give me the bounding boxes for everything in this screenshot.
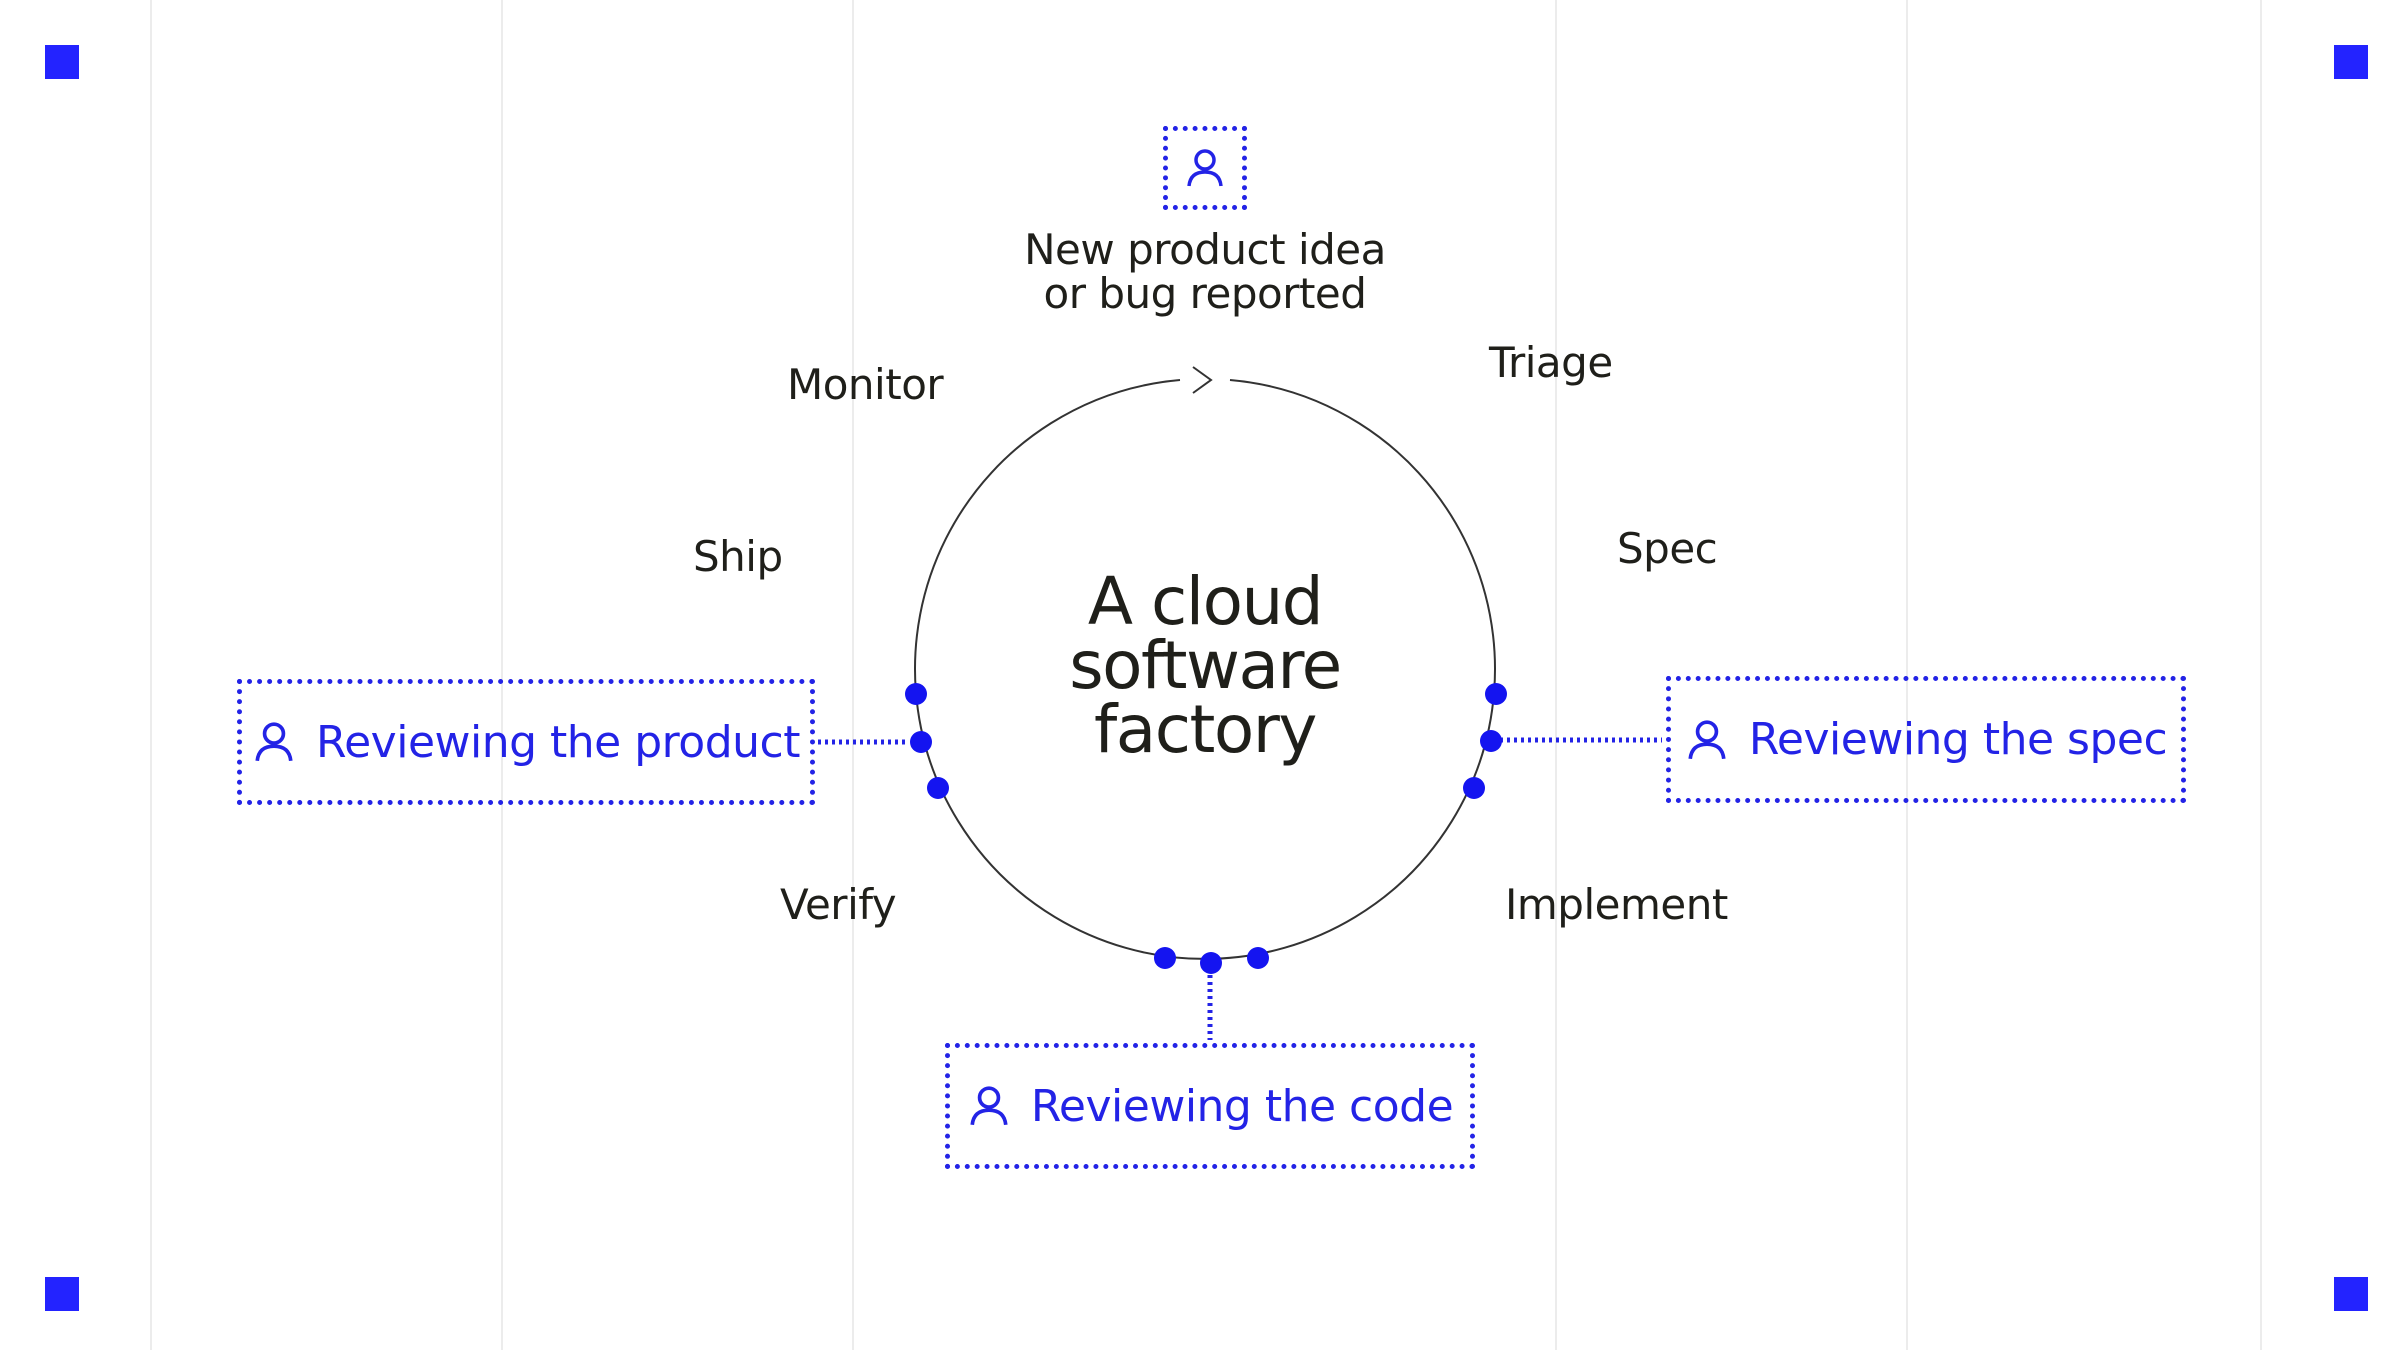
stage-label-ship: Ship	[693, 532, 783, 581]
review-dot	[1485, 683, 1507, 705]
person-icon	[967, 1084, 1011, 1128]
entry-caption-line: or bug reported	[1043, 269, 1367, 318]
stage-label-monitor: Monitor	[787, 360, 944, 409]
stage-label-verify: Verify	[780, 880, 897, 929]
review-dot	[1154, 947, 1176, 969]
title-line: factory	[1094, 691, 1317, 768]
review-code-label: Reviewing the code	[1030, 1080, 1454, 1132]
grid-line	[2260, 0, 2262, 1350]
grid-line	[852, 0, 854, 1350]
grid-line	[1555, 0, 1557, 1350]
review-product-label: Reviewing the product	[316, 716, 800, 768]
person-icon	[252, 720, 296, 764]
entry-caption: New product idea or bug reported	[945, 228, 1465, 316]
stage-label-implement: Implement	[1505, 880, 1728, 929]
stage-label-spec: Spec	[1617, 524, 1718, 573]
review-spec-label: Reviewing the spec	[1748, 714, 2168, 765]
corner-marker-bottom-left	[45, 1277, 79, 1311]
person-icon	[1685, 718, 1729, 762]
review-code-box: Reviewing the code	[945, 1043, 1475, 1169]
title-line: A cloud	[1087, 563, 1324, 640]
review-dot	[1480, 730, 1502, 752]
entry-person-box	[1163, 126, 1247, 210]
title-line: software	[1069, 627, 1342, 704]
corner-marker-top-right	[2334, 45, 2368, 79]
review-dot	[927, 777, 949, 799]
cycle-arrow-icon	[1192, 366, 1213, 394]
grid-line	[150, 0, 152, 1350]
grid-line	[501, 0, 503, 1350]
review-dot	[1200, 952, 1222, 974]
review-product-box: Reviewing the product	[237, 679, 815, 805]
corner-marker-top-left	[45, 45, 79, 79]
person-icon	[1187, 149, 1223, 187]
review-dot	[910, 731, 932, 753]
review-spec-box: Reviewing the spec	[1666, 676, 2186, 803]
diagram-title: A cloud software factory	[1005, 563, 1405, 768]
review-dot	[1463, 777, 1485, 799]
corner-marker-bottom-right	[2334, 1277, 2368, 1311]
review-dot	[1247, 947, 1269, 969]
stage-label-triage: Triage	[1489, 338, 1613, 387]
grid-line	[1906, 0, 1908, 1350]
entry-caption-line: New product idea	[1024, 225, 1386, 274]
review-dot	[905, 683, 927, 705]
